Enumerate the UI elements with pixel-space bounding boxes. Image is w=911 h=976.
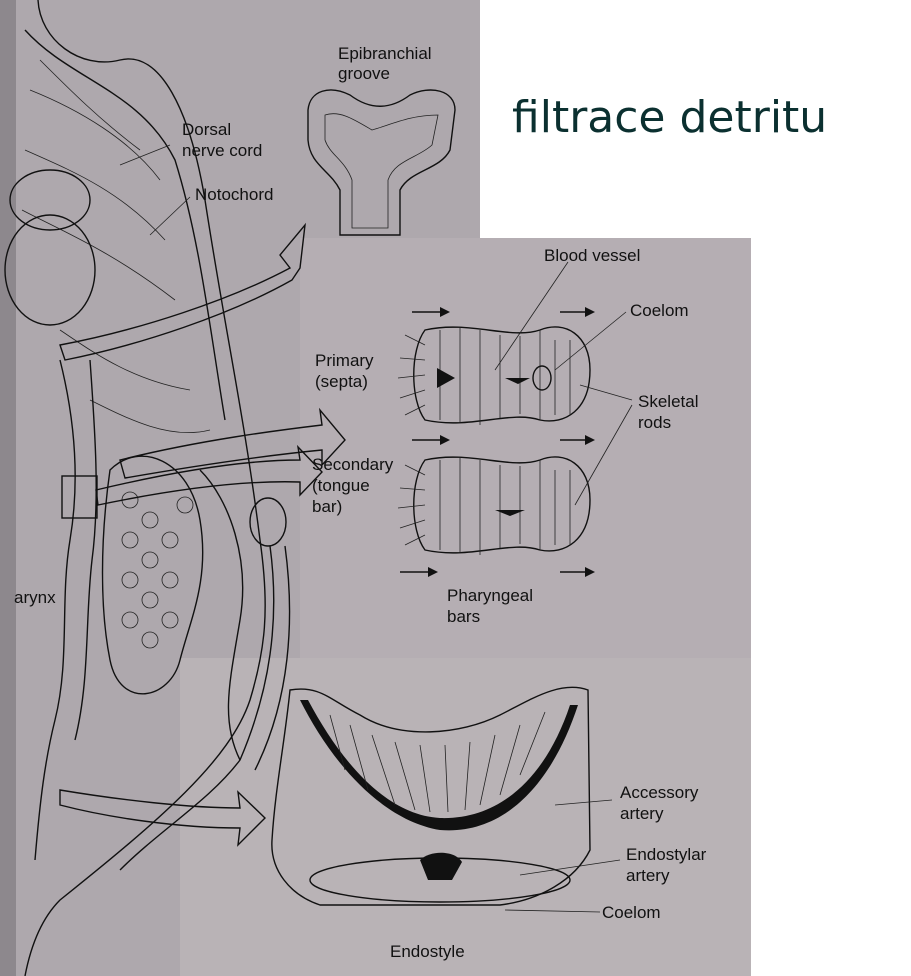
label-notochord: Notochord	[195, 185, 273, 205]
label-rods: rods	[638, 413, 671, 433]
label-pharyngeal: Pharyngeal	[447, 586, 533, 606]
label-secondary: Secondary	[312, 455, 393, 475]
label-primary: Primary	[315, 351, 374, 371]
label-nerve-cord: nerve cord	[182, 141, 262, 161]
label-dorsal: Dorsal	[182, 120, 231, 140]
label-skeletal: Skeletal	[638, 392, 698, 412]
label-accessory: Accessory	[620, 783, 698, 803]
label-bars: bars	[447, 607, 480, 627]
label-coelom-bottom: Coelom	[602, 903, 661, 923]
label-endostyle: Endostyle	[390, 942, 465, 962]
label-endostylar: Endostylar	[626, 845, 706, 865]
label-bar: bar)	[312, 497, 342, 517]
label-endostylar-artery: artery	[626, 866, 669, 886]
label-blood-vessel: Blood vessel	[544, 246, 640, 266]
label-pharynx: arynx	[14, 588, 56, 608]
label-septa: (septa)	[315, 372, 368, 392]
label-coelom-top: Coelom	[630, 301, 689, 321]
label-groove: groove	[338, 64, 390, 84]
label-epibranchial: Epibranchial	[338, 44, 432, 64]
label-accessory-artery: artery	[620, 804, 663, 824]
label-tongue: (tongue	[312, 476, 370, 496]
